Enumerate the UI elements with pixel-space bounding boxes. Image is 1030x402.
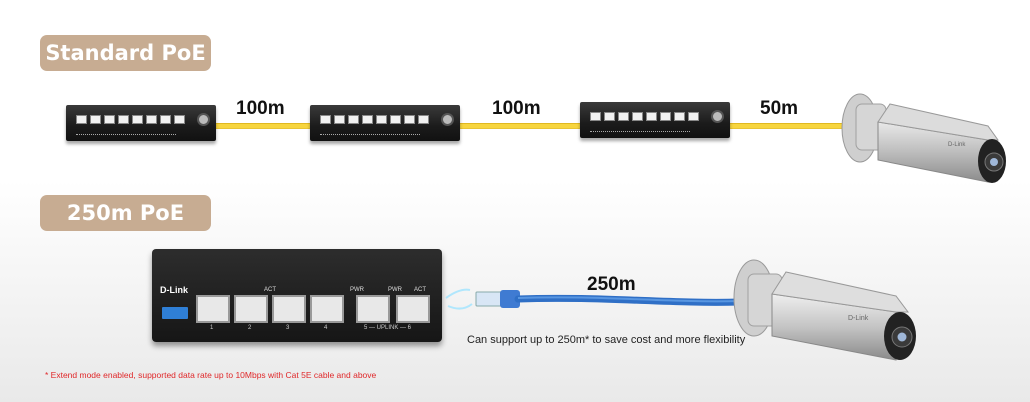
camera-brand-1: D-Link <box>948 142 966 148</box>
uplink-label: 5 — UPLINK — 6 <box>364 325 412 331</box>
poe-switch-3 <box>580 102 730 138</box>
cable-standard-3 <box>728 123 846 129</box>
footnote: * Extend mode enabled, supported data ra… <box>45 370 377 380</box>
ip-camera-2: D-Link <box>733 259 916 361</box>
pwr-label-2: PWR <box>388 287 402 293</box>
poe-switch-1 <box>66 105 216 141</box>
extended-caption: Can support up to 250m* to save cost and… <box>467 334 746 346</box>
extended-poe-badge: 250m PoE <box>40 195 211 231</box>
port-number-4: 4 <box>324 325 328 331</box>
cable-standard-1 <box>216 123 312 129</box>
switch-brand-logo: D-Link <box>160 285 188 295</box>
distance-label-250m: 250m <box>587 274 636 295</box>
port-number-3: 3 <box>286 325 290 331</box>
lan-port-2 <box>234 295 268 323</box>
distance-label-3: 50m <box>760 98 799 119</box>
poe-switch-2 <box>310 105 460 141</box>
distance-label-1: 100m <box>236 98 285 119</box>
lan-port-1 <box>196 295 230 323</box>
pwr-label-1: PWR <box>350 287 364 293</box>
uplink-port-6 <box>396 295 430 323</box>
dip-switch <box>162 307 188 319</box>
lan-port-4 <box>310 295 344 323</box>
cable-extended <box>445 288 744 310</box>
poe-switch-250m: D-Link ACT PWR PWR ACT 1 2 3 4 5 — UPLIN… <box>152 249 442 342</box>
port-number-1: 1 <box>210 325 214 331</box>
lan-port-3 <box>272 295 306 323</box>
ip-camera-1: D-Link <box>841 93 1006 183</box>
camera-brand-2: D-Link <box>848 315 869 322</box>
port-number-2: 2 <box>248 325 252 331</box>
standard-poe-title: Standard PoE <box>45 41 206 65</box>
uplink-port-5 <box>356 295 390 323</box>
act-label: ACT <box>264 287 276 293</box>
cable-standard-2 <box>458 123 582 129</box>
standard-poe-badge: Standard PoE <box>40 35 211 71</box>
act-label-uplink: ACT <box>414 287 426 293</box>
extended-poe-title: 250m PoE <box>66 201 185 225</box>
distance-label-2: 100m <box>492 98 541 119</box>
